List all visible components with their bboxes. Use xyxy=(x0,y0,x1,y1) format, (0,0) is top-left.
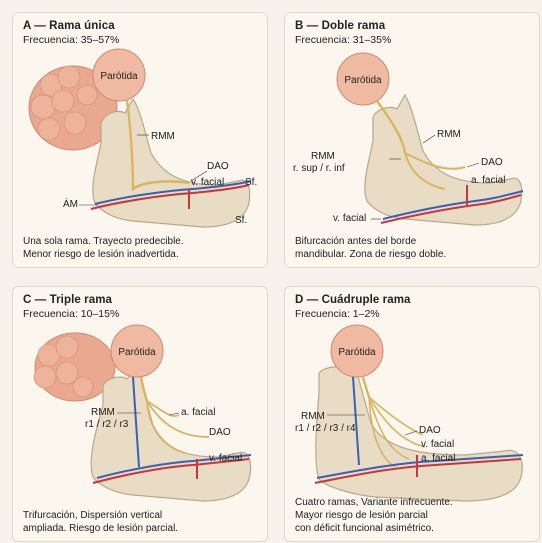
panel-single-branch: A — Rama única Frecuencia: 35–57% Paróti… xyxy=(12,12,268,268)
caption-line: mandibular. Zona de riesgo doble. xyxy=(295,248,446,261)
panel-double-branch: B — Doble rama Frecuencia: 31–35% Paróti… xyxy=(284,12,540,268)
illustration-single-branch: Parótida RMM DAO v. facial ÁM Sf. Sf. xyxy=(13,13,268,268)
facial-artery-label: a. facial xyxy=(421,453,455,464)
rmm-branch-1 xyxy=(369,397,423,435)
parotid-label: Parótida xyxy=(344,75,382,86)
rmm-branches-label: r1 / r2 / r3 xyxy=(85,419,129,430)
panel-caption: Trifurcación, Dispersión vertical amplia… xyxy=(23,509,178,535)
caption-line: ampliada. Riesgo de lesión parcial. xyxy=(23,522,178,535)
facial-vein-label: v. facial xyxy=(421,439,454,450)
caption-line: con déficit funcional asimétrico. xyxy=(295,522,453,535)
panel-caption: Cuatro ramas, Variante infrecuente. Mayo… xyxy=(295,496,453,535)
rmm-label: RMM xyxy=(91,407,115,418)
parotid-label: Parótida xyxy=(100,71,138,82)
dao-label: DAO xyxy=(207,161,229,172)
facial-vein-label: v. facial xyxy=(191,177,224,188)
rmm-right-label: RMM xyxy=(437,129,461,140)
facial-artery-label: a. facial xyxy=(181,407,215,418)
sf-label-1: Sf. xyxy=(245,177,257,188)
facial-vein-label: v. facial xyxy=(209,453,242,464)
rmm-nerve xyxy=(363,377,369,397)
panel-triple-branch: C — Triple rama Frecuencia: 10–15% Parót… xyxy=(12,286,268,542)
caption-line: Una sola rama. Trayecto predecible. xyxy=(23,235,184,248)
am-label: ÁM xyxy=(63,197,78,210)
illustration-triple-branch: Parótida RMM r1 / r2 / r3 a. facial DAO … xyxy=(13,287,268,542)
facial-vein-label: v. facial xyxy=(333,213,366,224)
sf-label-2: Sf. xyxy=(235,215,247,226)
dao-label: DAO xyxy=(209,427,231,438)
illustration-double-branch: Parótida RMM RMM r. sup / r. inf DAO a. … xyxy=(285,13,540,268)
panel-caption: Bifurcación antes del borde mandibular. … xyxy=(295,235,446,261)
dao-label: DAO xyxy=(419,425,441,436)
caption-line: Mayor riesgo de lesión parcial xyxy=(295,509,453,522)
caption-line: Trifurcación, Dispersión vertical xyxy=(23,509,178,522)
rmm-label: RMM xyxy=(151,131,175,142)
rmm-branches-label: r1 / r2 / r3 / r4 xyxy=(295,423,356,434)
rmm-left-label: RMM xyxy=(311,151,335,162)
dao-label: DAO xyxy=(481,157,503,168)
caption-line: Menor riesgo de lesión inadvertida. xyxy=(23,248,184,261)
panel-caption: Una sola rama. Trayecto predecible. Meno… xyxy=(23,235,184,261)
parotid-label: Parótida xyxy=(118,347,156,358)
rmm-label: RMM xyxy=(301,411,325,422)
rmm-branches-label: r. sup / r. inf xyxy=(293,163,345,174)
caption-line: Cuatro ramas, Variante infrecuente. xyxy=(295,496,453,509)
facial-artery-label: a. facial xyxy=(471,175,505,186)
panel-quadruple-branch: D — Cuádruple rama Frecuencia: 1–2% Paró… xyxy=(284,286,540,542)
caption-line: Bifurcación antes del borde xyxy=(295,235,446,248)
parotid-label: Parótida xyxy=(338,347,376,358)
